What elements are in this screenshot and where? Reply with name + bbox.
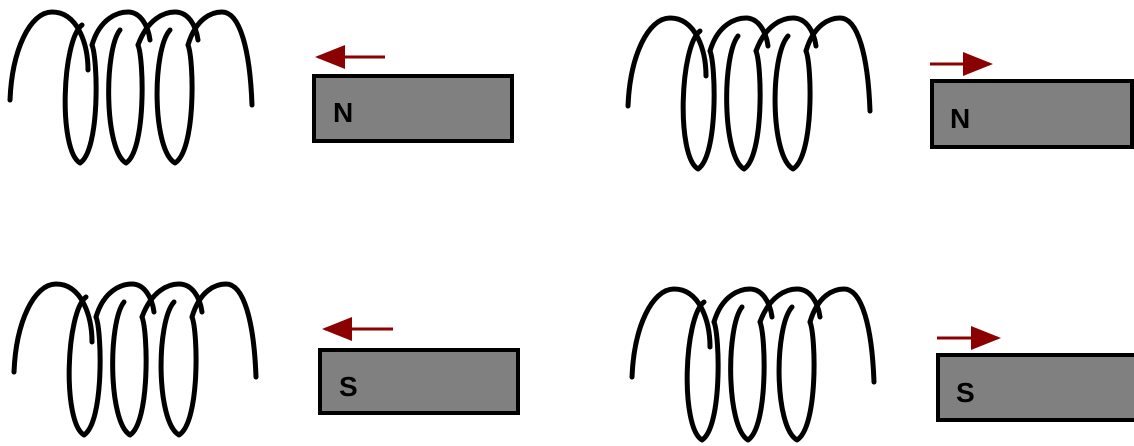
coil-3-right-lead [189, 281, 259, 380]
coil-4-loop-3 [776, 304, 817, 443]
coil-1-left-lead [7, 9, 91, 103]
panel-4: S [629, 286, 1134, 443]
coil-2-loop-1 [680, 28, 717, 172]
coil-2-loop-2 [724, 33, 763, 172]
magnet-pole-label-1: N [333, 97, 353, 128]
coil-1-loop-3 [154, 27, 195, 166]
magnet-pole-label-4: S [956, 377, 975, 408]
coil-4 [629, 286, 877, 443]
coil-4-loop-2 [728, 304, 767, 443]
panel-2: N [625, 15, 1134, 172]
coil-3 [11, 281, 259, 438]
coil-3-loop-2 [110, 299, 149, 438]
coil-2-right-lead [803, 15, 873, 114]
magnet-pole-label-2: N [950, 103, 970, 134]
coil-2 [625, 15, 873, 172]
coil-2-loop-3 [772, 33, 813, 172]
bar-magnet-3 [318, 348, 520, 415]
coil-3-loop-3 [158, 299, 199, 438]
coil-4-loop-1 [684, 299, 721, 443]
bar-magnet-1 [312, 74, 514, 143]
panel-1: N [7, 9, 514, 166]
coil-1-loop-2 [106, 27, 145, 166]
coil-3-loop-1 [66, 294, 103, 438]
coil-1-loop-1 [62, 22, 99, 166]
coil-1 [7, 9, 255, 166]
magnet-pole-label-3: S [339, 371, 358, 402]
coil-4-right-lead [807, 286, 877, 385]
bar-magnet-2 [930, 79, 1134, 149]
bar-magnet-4 [936, 353, 1134, 422]
coil-2-left-lead [625, 15, 709, 109]
coil-1-right-lead [185, 9, 255, 108]
coil-4-left-lead [629, 286, 713, 380]
coil-3-left-lead [11, 281, 95, 375]
panel-3: S [11, 281, 520, 438]
